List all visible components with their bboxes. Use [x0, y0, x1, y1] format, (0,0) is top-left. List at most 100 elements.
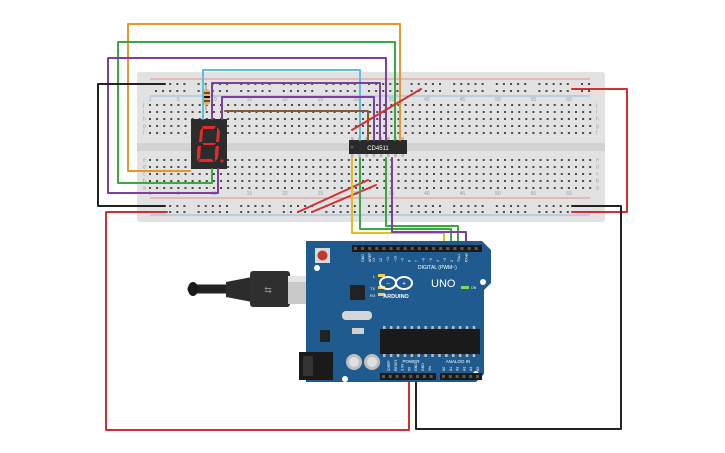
breadboard-hole: [163, 104, 166, 106]
chip-leg: [417, 354, 420, 357]
header-pin[interactable]: [432, 247, 436, 250]
chip-pin: [365, 153, 368, 157]
breadboard-hole: [589, 180, 592, 182]
header-pin[interactable]: [382, 375, 385, 378]
breadboard-hole: [461, 180, 464, 182]
breadboard-hole: [283, 118, 286, 120]
breadboard-hole: [149, 111, 151, 113]
mounting-hole: [314, 265, 320, 271]
breadboard-hole: [149, 187, 151, 189]
breadboard-hole: [411, 132, 414, 134]
breadboard-hole: [433, 125, 435, 127]
header-pin[interactable]: [409, 375, 413, 378]
reset-button[interactable]: [317, 250, 328, 261]
breadboard-hole: [454, 104, 457, 106]
breadboard-hole: [404, 118, 407, 120]
header-pin[interactable]: [439, 247, 443, 250]
header-pin[interactable]: [453, 247, 457, 250]
breadboard-hole: [255, 180, 258, 182]
breadboard-hole: [582, 180, 585, 182]
header-pin[interactable]: [417, 247, 421, 250]
header-pin[interactable]: [448, 375, 452, 378]
breadboard-rail-hole: [247, 90, 250, 92]
header-pin[interactable]: [467, 247, 471, 250]
breadboard-hole: [397, 111, 400, 113]
header-pin[interactable]: [382, 247, 386, 250]
header-pin[interactable]: [455, 375, 459, 378]
segment-a: [202, 126, 216, 129]
breadboard-rail-hole: [467, 211, 470, 213]
breadboard-hole: [482, 118, 485, 120]
breadboard-hole: [489, 159, 492, 161]
header-pin[interactable]: [474, 247, 478, 250]
header-pin[interactable]: [429, 375, 433, 378]
header-pin[interactable]: [425, 247, 428, 250]
chip-pin: [351, 137, 354, 141]
breadboard-rail-hole: [353, 90, 356, 92]
header-pin[interactable]: [469, 375, 473, 378]
breadboard-hole: [433, 132, 435, 134]
header-pin[interactable]: [416, 375, 419, 378]
header-pin[interactable]: [422, 375, 426, 378]
breadboard-hole: [575, 187, 577, 189]
breadboard-hole: [262, 104, 265, 106]
tx-led-label: TX: [370, 286, 375, 291]
breadboard-hole: [461, 173, 464, 175]
wire-red-jumper: [351, 88, 422, 131]
breadboard-rail-hole: [389, 83, 392, 85]
mounting-hole: [480, 279, 486, 285]
header-pin[interactable]: [446, 247, 450, 250]
breadboard-hole: [354, 104, 357, 106]
header-pin[interactable]: [354, 247, 357, 250]
chip-leg: [472, 354, 476, 357]
header-pin[interactable]: [462, 375, 466, 378]
breadboard-hole: [241, 132, 244, 134]
breadboard-hole: [582, 187, 585, 189]
header-pin[interactable]: [368, 247, 372, 250]
header-pin[interactable]: [476, 375, 479, 378]
power-header: [380, 373, 436, 380]
breadboard-rail-hole: [431, 211, 434, 213]
digital-label: DIGITAL (PWM~): [418, 265, 457, 271]
header-pin[interactable]: [410, 247, 414, 250]
header-pin[interactable]: [389, 247, 393, 250]
breadboard-rail-hole: [453, 90, 456, 92]
header-pin[interactable]: [396, 247, 400, 250]
breadboard-hole: [362, 132, 364, 134]
breadboard-hole: [241, 166, 244, 168]
header-pin[interactable]: [388, 375, 392, 378]
breadboard-hole: [319, 132, 322, 134]
breadboard-hole: [567, 159, 570, 161]
breadboard-hole: [276, 159, 279, 161]
breadboard-hole: [411, 173, 414, 175]
breadboard-hole: [212, 173, 215, 175]
wire-purple: [107, 57, 387, 194]
column-number: 50: [495, 97, 501, 103]
breadboard-hole: [560, 180, 563, 182]
breadboard-hole: [326, 104, 329, 106]
breadboard-rail-hole: [183, 83, 186, 85]
header-pin[interactable]: [361, 247, 365, 250]
breadboard-hole: [546, 118, 549, 120]
breadboard-rail-hole: [538, 211, 541, 213]
breadboard-rail-hole: [183, 90, 186, 92]
chip-body: [349, 140, 407, 154]
breadboard-hole: [156, 132, 159, 134]
header-pin[interactable]: [442, 375, 445, 378]
breadboard-hole: [425, 118, 428, 120]
header-pin[interactable]: [403, 247, 407, 250]
breadboard-hole: [504, 118, 506, 120]
header-pin[interactable]: [395, 375, 399, 378]
breadboard-hole: [418, 180, 421, 182]
header-pin[interactable]: [402, 375, 406, 378]
breadboard-hole: [333, 159, 336, 161]
breadboard-hole: [241, 104, 244, 106]
breadboard-hole: [567, 118, 570, 120]
header-pin[interactable]: [460, 247, 464, 250]
breadboard-hole: [582, 173, 585, 175]
header-pin[interactable]: [375, 247, 379, 250]
breadboard-hole: [262, 118, 265, 120]
breadboard-hole: [383, 187, 386, 189]
rx-led: [378, 293, 385, 296]
header-strip: [440, 373, 482, 380]
